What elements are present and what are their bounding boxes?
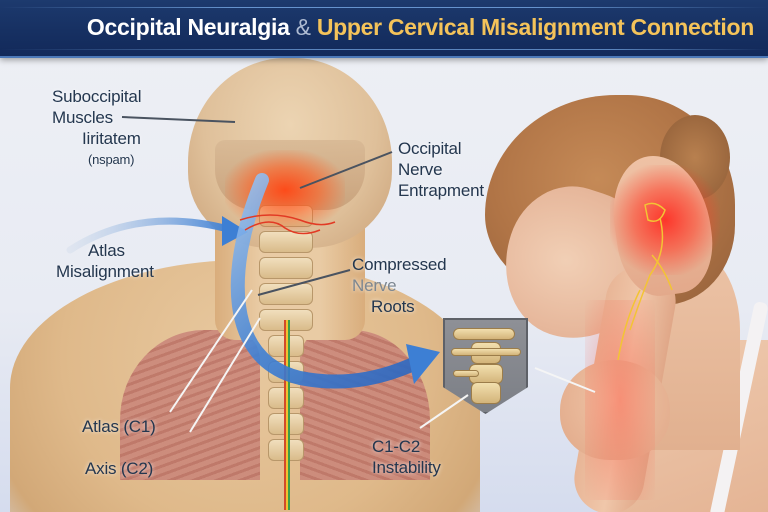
label-suboccipital-muscles: Suboccipital Muscles Iiritatem (nspam) <box>52 86 141 170</box>
label-line: Nerve <box>398 160 443 179</box>
label-line: Muscles <box>52 108 113 127</box>
label-line: Roots <box>371 297 415 316</box>
neck-pain-glow <box>610 165 720 275</box>
label-line: Misalignment <box>56 262 154 281</box>
vertebra-c4 <box>259 283 313 305</box>
label-line: Occipital <box>398 139 462 158</box>
page-title: Occipital Neuralgia & Upper Cervical Mis… <box>87 14 754 41</box>
axis-process <box>453 370 479 377</box>
label-line: C1-C2 <box>372 437 421 456</box>
label-compressed-nerve-roots: Compressed Nerve Roots <box>352 254 447 317</box>
label-axis-c2: Axis (C2) <box>85 459 154 478</box>
title-banner: Occipital Neuralgia & Upper Cervical Mis… <box>0 0 768 58</box>
label-line: Entrapment <box>398 181 484 200</box>
label-occipital-nerve-entrapment: Occipital Nerve Entrapment <box>398 138 484 201</box>
spinal-nerves <box>284 320 290 510</box>
title-upper-cervical: Upper Cervical Misalignment Connection <box>316 14 754 40</box>
label-atlas-c1: Atlas (C1) <box>82 417 156 436</box>
atlas-bone <box>453 328 515 340</box>
atlas-wings <box>451 348 521 356</box>
axis-lower <box>471 382 501 404</box>
title-occipital-neuralgia: Occipital Neuralgia <box>86 14 290 40</box>
label-line: Nerve <box>352 276 397 295</box>
label-line: Instability <box>372 458 441 477</box>
vertebra-c3 <box>259 257 313 279</box>
title-ampersand: & <box>295 14 311 40</box>
label-line: (nspam) <box>88 152 135 167</box>
arm-pain-glow <box>585 300 655 500</box>
label-atlas-misalignment: Atlas Misalignment <box>56 240 154 282</box>
inflammation-glow <box>225 150 345 230</box>
label-line: Suboccipital <box>52 87 142 106</box>
label-line: Iiritatem <box>82 129 141 148</box>
label-line: Compressed <box>352 255 447 274</box>
vertebra-c2 <box>259 231 313 253</box>
label-line: Atlas <box>88 241 125 260</box>
label-c1-c2-instability: C1-C2 Instability <box>372 436 441 478</box>
